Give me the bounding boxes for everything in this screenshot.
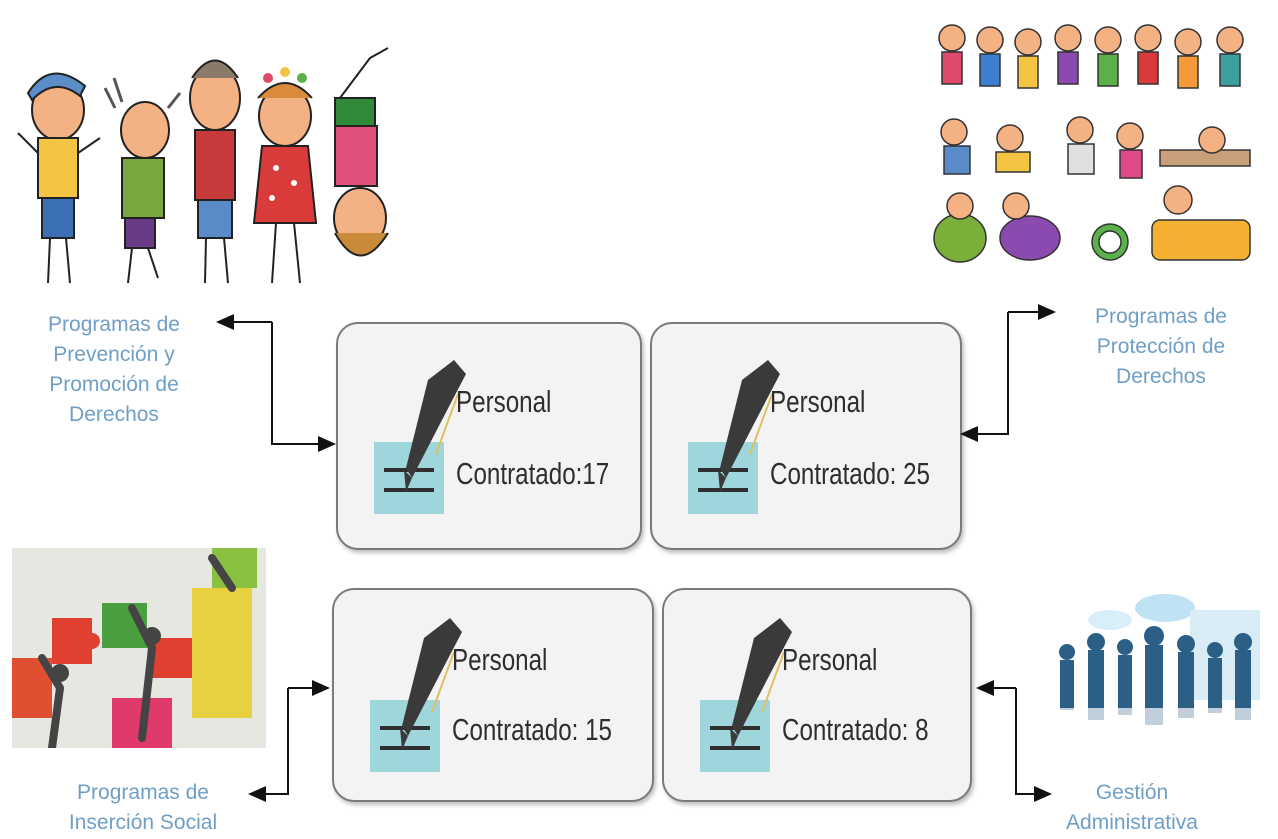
label-line: Programas de [48,313,180,336]
label-gestion: Gestión Administrativa [1052,778,1212,838]
label-line: Protección de [1096,335,1226,358]
card-count: Contratado:17 [456,456,610,491]
staff-card-prevencion: Personal Contratado:17 [336,322,642,550]
card-count: Contratado: 8 [782,712,929,747]
label-line: Derechos [69,403,159,426]
card-title: Personal [782,642,878,677]
label-line: Derechos [1116,365,1206,388]
kids-left-illustration [10,38,410,300]
pen-on-document-icon [370,618,462,772]
label-insercion: Programas de Inserción Social [48,778,238,838]
kids-right-illustration [930,10,1260,272]
label-line: Promoción de [49,373,179,396]
pen-on-document-icon [700,618,792,772]
staff-card-proteccion: Personal Contratado: 25 [650,322,962,550]
staff-card-gestion: Personal Contratado: 8 [662,588,972,802]
label-line: Administrativa [1066,811,1198,834]
pen-on-document-icon [688,360,780,514]
label-line: Gestión [1095,781,1169,804]
label-proteccion: Programas de Protección de Derechos [1062,302,1260,392]
label-line: Programas de [1095,305,1227,328]
card-title: Personal [456,384,552,419]
card-title: Personal [770,384,866,419]
office-illustration [1040,590,1278,740]
staff-card-insercion: Personal Contratado: 15 [332,588,654,802]
puzzle-illustration [12,548,266,748]
card-title: Personal [452,642,548,677]
label-prevencion: Programas de Prevención y Promoción de D… [18,310,210,430]
label-line: Inserción Social [68,811,218,834]
label-line: Programas de [77,781,209,804]
label-line: Prevención y [53,343,175,366]
card-count: Contratado: 15 [452,712,612,747]
pen-on-document-icon [374,360,466,514]
card-count: Contratado: 25 [770,456,930,491]
